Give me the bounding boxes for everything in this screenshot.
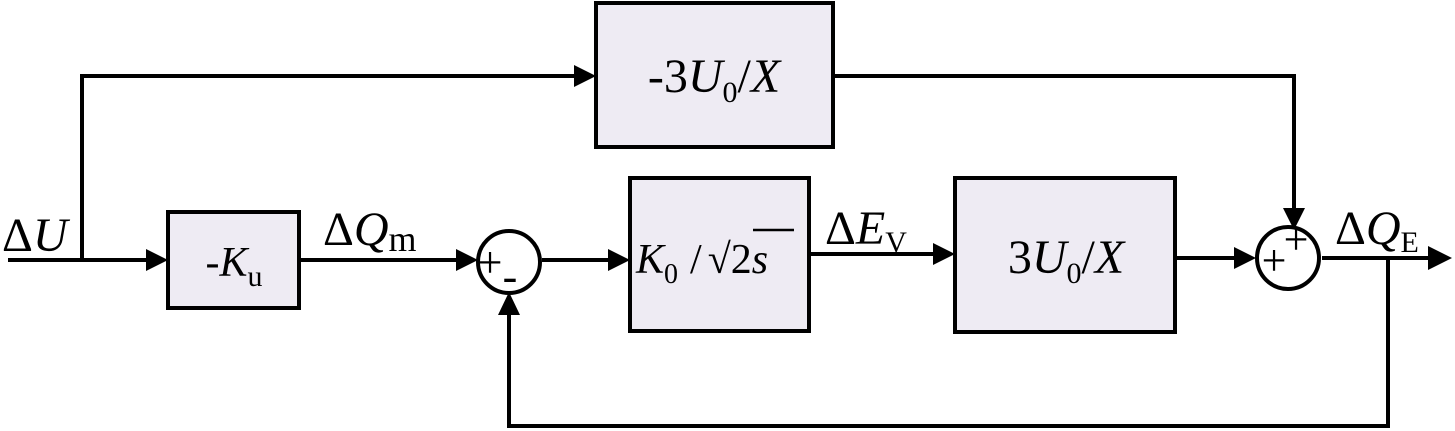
wire-branch-to-feedforward [80,74,578,260]
integrator-label: K0/√2s [635,237,768,290]
signal-label-e-v: ΔEV [825,202,907,259]
feedforward-block: -3U0/X [594,1,835,149]
gain-label: -Ku [205,240,262,293]
arrow-into-sum1 [456,249,478,271]
sum1-plus-sign: + [478,238,503,287]
signal-label-q-e: ΔQE [1335,202,1419,259]
arrow-into-sum2-left [1234,247,1256,269]
integrator-block: K0/√2s [628,176,811,333]
sum2-plus-top-sign: + [1284,215,1309,264]
sum2-plus-left-sign: + [1262,236,1287,285]
wire-feedforward-to-sum2 [834,74,1296,212]
summing-junction-2: + + [1255,215,1321,291]
summing-junction-1: + - [476,229,542,301]
arrow-output [1428,246,1452,270]
arrow-into-forward [933,243,955,265]
arrow-into-feedforward [574,65,596,87]
arrow-into-integrator [608,249,630,271]
forward-block: 3U0/X [953,176,1177,334]
wire-feedback [507,258,1390,428]
forward-label: 3U0/X [1008,231,1126,290]
signal-label-input: ΔU [2,209,71,262]
arrow-into-sum2-top [1283,208,1305,230]
signal-label-q-m: ΔQm [323,203,417,259]
arrow-into-gain [146,249,168,271]
sum1-minus-sign: - [503,252,518,301]
feedforward-label: -3U0/X [648,50,782,109]
arrow-into-sum1-bottom [498,292,520,315]
gain-block: -Ku [166,210,301,310]
